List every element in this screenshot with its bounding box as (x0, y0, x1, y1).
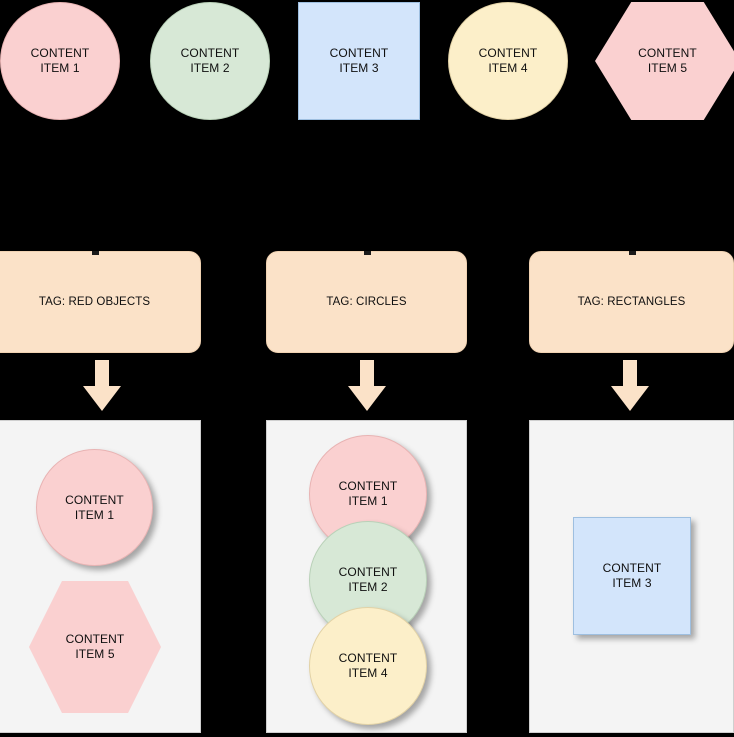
content-shape-label: CONTENT ITEM 3 (329, 46, 389, 75)
tag-connector-nub (92, 251, 99, 255)
content-shape-content-item-1[interactable]: CONTENT ITEM 1 (36, 449, 153, 566)
tag-box-tag-rectangles[interactable]: TAG: RECTANGLES (529, 251, 734, 353)
content-shape-label: CONTENT ITEM 2 (338, 565, 398, 594)
content-shape-label: CONTENT ITEM 2 (180, 46, 240, 75)
content-shape-label: CONTENT ITEM 1 (65, 492, 124, 522)
arrow-to-circles-panel-icon (347, 360, 387, 412)
content-shape-label: CONTENT ITEM 1 (30, 46, 90, 75)
tag-box-label: TAG: CIRCLES (326, 295, 407, 308)
tag-box-tag-circles[interactable]: TAG: CIRCLES (266, 251, 467, 353)
content-shape-label: CONTENT ITEM 5 (638, 46, 697, 75)
content-shape-content-item-5[interactable]: CONTENT ITEM 5 (29, 581, 161, 713)
panel-red-objects[interactable]: CONTENT ITEM 1 CONTENT ITEM 5 (0, 420, 201, 733)
content-shape-content-item-4[interactable]: CONTENT ITEM 4 (309, 607, 427, 725)
arrow-to-red-objects-panel-icon (82, 360, 122, 412)
content-shape-label: CONTENT ITEM 4 (338, 651, 398, 680)
content-shape-label: CONTENT ITEM 5 (65, 632, 125, 661)
content-shape-content-item-3[interactable]: CONTENT ITEM 3 (298, 2, 420, 120)
content-shape-label: CONTENT ITEM 4 (478, 46, 538, 75)
content-shape-label: CONTENT ITEM 1 (338, 479, 398, 508)
tag-box-label: TAG: RED OBJECTS (38, 295, 151, 308)
content-shape-content-item-1[interactable]: CONTENT ITEM 1 (0, 2, 120, 120)
tag-box-label: TAG: RECTANGLES (577, 295, 686, 308)
panel-circles[interactable]: CONTENT ITEM 1 CONTENT ITEM 2 CONTENT ITEM… (266, 420, 467, 733)
content-shape-content-item-4[interactable]: CONTENT ITEM 4 (448, 2, 568, 120)
content-shape-content-item-2[interactable]: CONTENT ITEM 2 (150, 2, 270, 120)
arrow-to-rectangles-panel-icon (610, 360, 650, 412)
tag-box-tag-red-objects[interactable]: TAG: RED OBJECTS (0, 251, 201, 353)
panel-rectangles[interactable]: CONTENT ITEM 3 (529, 420, 734, 733)
tag-connector-nub (629, 251, 636, 255)
content-shape-content-item-3[interactable]: CONTENT ITEM 3 (573, 517, 691, 635)
tag-connector-nub (364, 251, 371, 255)
content-shape-content-item-5[interactable]: CONTENT ITEM 5 (595, 2, 734, 120)
content-shape-label: CONTENT ITEM 3 (602, 561, 662, 590)
